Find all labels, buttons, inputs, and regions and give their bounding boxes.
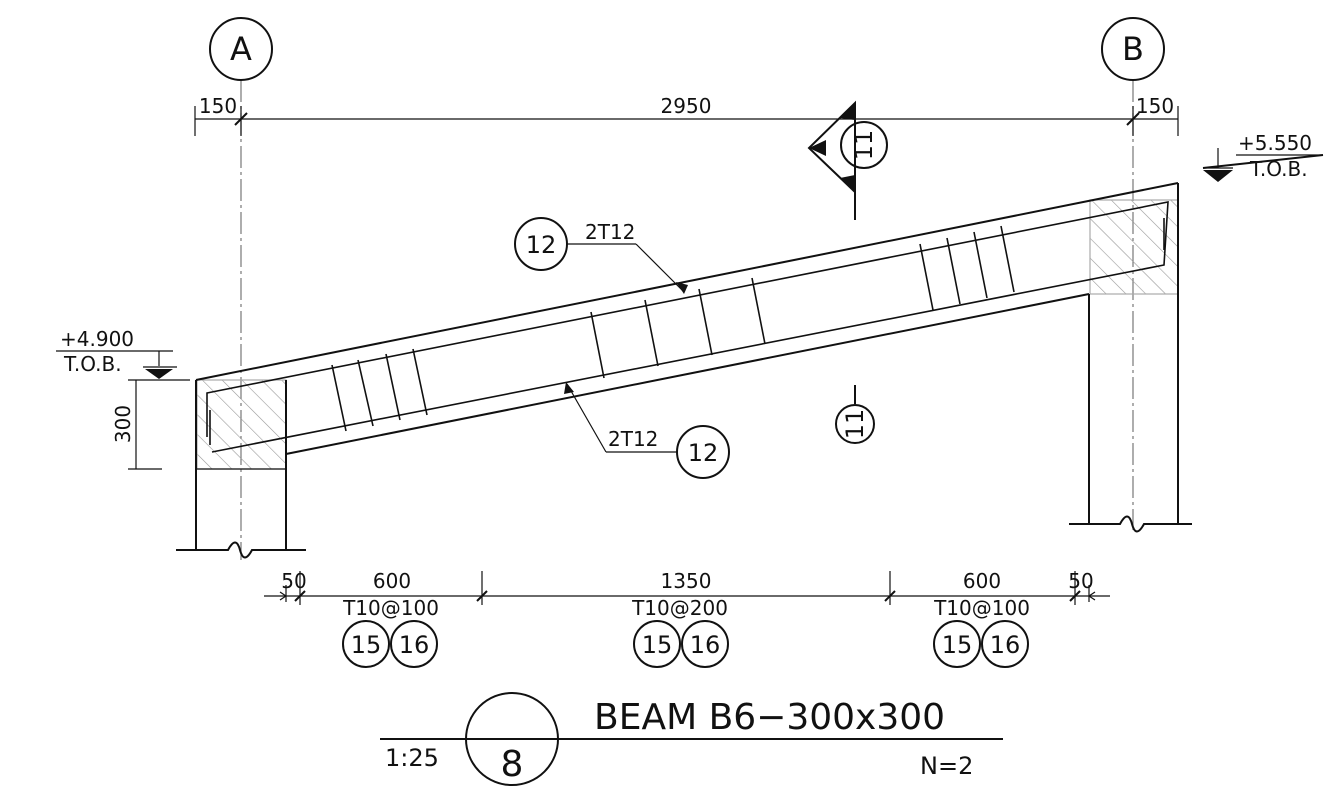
zone-spec-middle: T10@200 [631, 596, 728, 620]
title-detail-number: 8 [501, 744, 524, 785]
zone-marks-right [933, 620, 1029, 668]
zone-length-right: 600 [963, 569, 1001, 593]
bottom-bar-callout [564, 382, 730, 479]
title-quantity: N=2 [920, 752, 973, 780]
section-marker-top [807, 100, 888, 220]
zone-length-left: 600 [373, 569, 411, 593]
top-bar-mark: 12 [526, 231, 557, 259]
stirrups [331, 225, 1015, 432]
left-column [176, 379, 306, 559]
rebar-cage [206, 201, 1169, 453]
title-scale: 1:25 [385, 744, 439, 772]
zone-mark-left-2: 16 [399, 631, 430, 659]
depth-dimension [128, 379, 190, 470]
grid-bubble-b [1101, 17, 1165, 81]
grid-bubble-a [209, 17, 273, 81]
section-number-top: 11 [850, 130, 878, 161]
zone-mark-right-1: 15 [942, 631, 973, 659]
top-bar-callout [514, 217, 688, 294]
level-right-note: T.O.B. [1249, 157, 1308, 181]
dim-span: 2950 [661, 94, 712, 118]
top-bar-label: 2T12 [585, 220, 635, 244]
zone-marks-middle [633, 620, 729, 668]
grid-label-a: A [230, 30, 252, 68]
grid-label-b: B [1122, 30, 1144, 68]
bottom-dimension-chain [264, 571, 1110, 605]
depth-dim-label: 300 [111, 405, 135, 443]
level-marker-right [1202, 148, 1324, 182]
zone-spec-right: T10@100 [933, 596, 1030, 620]
level-left-note: T.O.B. [63, 352, 122, 376]
zone-mark-left-1: 15 [351, 631, 382, 659]
zone-marks-left [342, 620, 438, 668]
level-left-value: +4.900 [60, 327, 134, 351]
right-column [1069, 183, 1192, 533]
zone-length-middle: 1350 [661, 569, 712, 593]
bottom-bar-mark: 12 [688, 439, 719, 467]
top-dimension-chain [194, 106, 1179, 136]
zone-length-end-left: 50 [281, 569, 306, 593]
bottom-bar-label: 2T12 [608, 427, 658, 451]
zone-mark-right-2: 16 [990, 631, 1021, 659]
dim-left-offset: 150 [199, 94, 237, 118]
zone-mark-middle-2: 16 [690, 631, 721, 659]
zone-length-end-right: 50 [1068, 569, 1093, 593]
title-text: BEAM B6−300x300 [594, 697, 945, 738]
zone-spec-left: T10@100 [342, 596, 439, 620]
dim-right-offset: 150 [1136, 94, 1174, 118]
section-number-bottom: 11 [841, 409, 869, 440]
section-marker-bottom [835, 385, 875, 444]
level-marker-left [56, 350, 177, 379]
title-block [380, 692, 1003, 786]
zone-mark-middle-1: 15 [642, 631, 673, 659]
beam-outline [195, 182, 1179, 469]
level-right-value: +5.550 [1238, 131, 1312, 155]
